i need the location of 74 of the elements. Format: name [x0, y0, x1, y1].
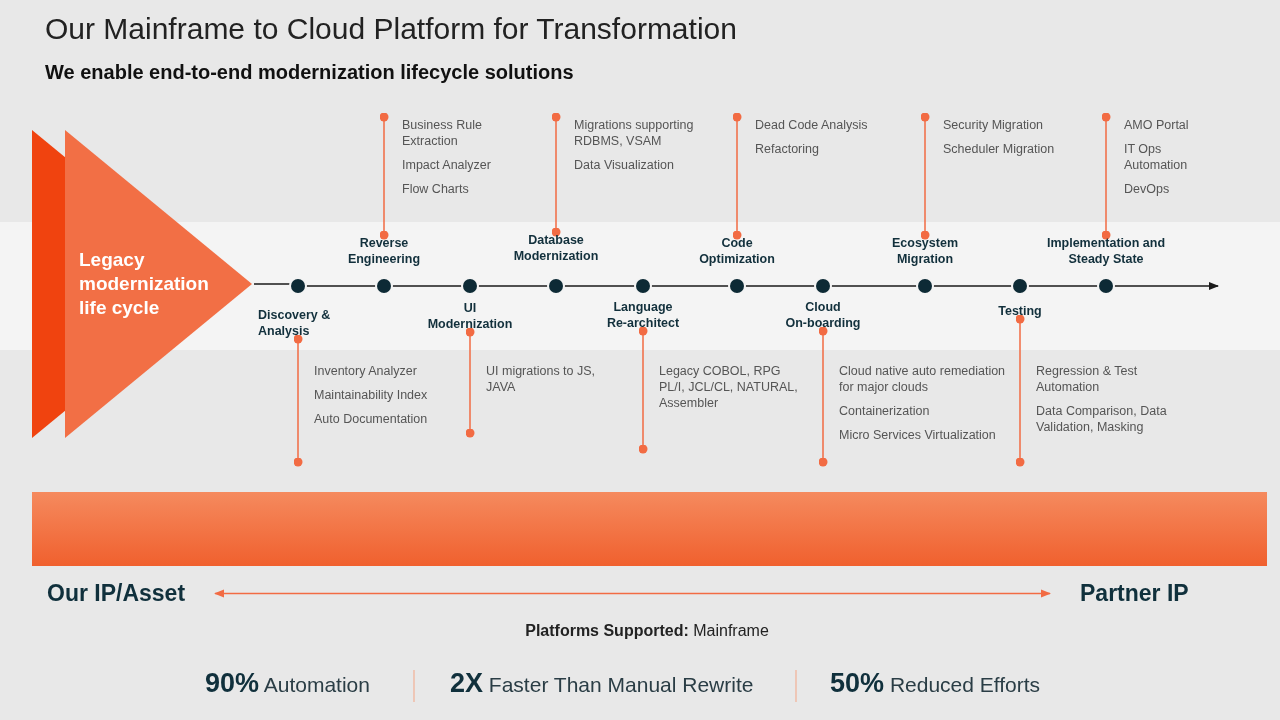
feature-text: UI migrations to JS, JAVA — [486, 363, 597, 395]
feature-text: Regression & Test Automation — [1036, 363, 1139, 395]
arrow — [1112, 282, 1219, 290]
feature-text: Impact Analyzer — [402, 157, 492, 173]
stat-text: 2X Faster Than Manual Rewrite — [450, 668, 755, 699]
timeline-line — [562, 285, 637, 287]
feature-text: Dead Code Analysis — [755, 117, 869, 133]
stage-label: Cloud On-boarding — [775, 299, 871, 331]
timeline-line — [743, 285, 817, 287]
feature-text: Data Visualization — [574, 157, 675, 173]
platforms-note: Platforms Supported: Mainframe — [524, 622, 770, 640]
stage-label: Testing — [972, 303, 1068, 319]
timeline-dot — [730, 279, 744, 293]
feature-text: Cloud native auto remediation for major clouds — [839, 363, 1007, 395]
pin-line — [551, 112, 561, 237]
feature-text: Business Rule Extraction — [402, 117, 483, 149]
stage-label: Implementation and Steady State — [1046, 235, 1166, 267]
stat-text: 90% Automation — [205, 668, 371, 699]
timeline-dot — [291, 279, 305, 293]
arrow — [214, 589, 1051, 598]
timeline-line — [476, 285, 550, 287]
feature-text: Refactoring — [755, 141, 820, 157]
feature-text: Inventory Analyzer — [314, 363, 418, 379]
stage-label: Discovery & Analysis — [258, 307, 358, 339]
stage-label: UI Modernization — [422, 300, 518, 332]
timeline-line — [649, 285, 731, 287]
stage-label: Language Re-architect — [595, 299, 691, 331]
feature-text: Security Migration — [943, 117, 1045, 133]
timeline-line — [931, 285, 1014, 287]
feature-text: Maintainability Index — [314, 387, 429, 403]
feature-text: Legacy COBOL, RPG PL/I, JCL/CL, NATURAL, Assembler — [659, 363, 799, 411]
stage-label: Code Optimization — [689, 235, 785, 267]
timeline-dot — [463, 279, 477, 293]
feature-text: Data Comparison, Data Validation, Masking — [1036, 403, 1168, 435]
feature-text: Migrations supporting RDBMS, VSAM — [574, 117, 695, 149]
pin-line — [1101, 112, 1111, 240]
stage-label: Ecosystem Migration — [877, 235, 973, 267]
feature-text: Containerization — [839, 403, 931, 419]
feature-text: DevOps — [1124, 181, 1171, 197]
pin-line — [638, 326, 648, 454]
ip-label: Partner IP — [1050, 580, 1189, 607]
pin-line — [818, 326, 828, 467]
title: Our Mainframe to Cloud Platform for Transformation — [45, 12, 737, 46]
stat-text: 50% Reduced Efforts — [830, 668, 1042, 699]
feature-text: Auto Documentation — [314, 411, 429, 427]
timeline-dot — [1099, 279, 1113, 293]
timeline-dot — [816, 279, 830, 293]
pin-line — [1015, 314, 1025, 467]
pin-line — [732, 112, 742, 240]
pin-line — [465, 327, 475, 438]
pin-line — [920, 112, 930, 240]
timeline-dot — [636, 279, 650, 293]
timeline-line — [253, 283, 292, 285]
stage-label: Reverse Engineering — [336, 235, 432, 267]
feature-text: Scheduler Migration — [943, 141, 1056, 157]
timeline-dot — [377, 279, 391, 293]
timeline-line — [1026, 285, 1100, 287]
pin-line — [379, 112, 389, 240]
feature-text: Flow Charts — [402, 181, 470, 197]
timeline-line — [829, 285, 919, 287]
timeline-line — [390, 285, 464, 287]
subtitle: We enable end-to-end modernization lifecycle solutions — [45, 61, 575, 84]
stage-label: Database Modernization — [506, 232, 606, 264]
ip-label: Our IP/Asset — [47, 580, 216, 607]
timeline-dot — [549, 279, 563, 293]
feature-text: Micro Services Virtualization — [839, 427, 997, 443]
feature-text: AMO Portal — [1124, 117, 1190, 133]
timeline-dot — [1013, 279, 1027, 293]
feature-text: IT Ops Automation — [1124, 141, 1189, 173]
timeline-line — [304, 285, 378, 287]
timeline-dot — [918, 279, 932, 293]
chevron-label: Legacy modernization life cycle — [79, 248, 210, 320]
pin-line — [293, 334, 303, 467]
banner-bar — [32, 492, 1267, 566]
